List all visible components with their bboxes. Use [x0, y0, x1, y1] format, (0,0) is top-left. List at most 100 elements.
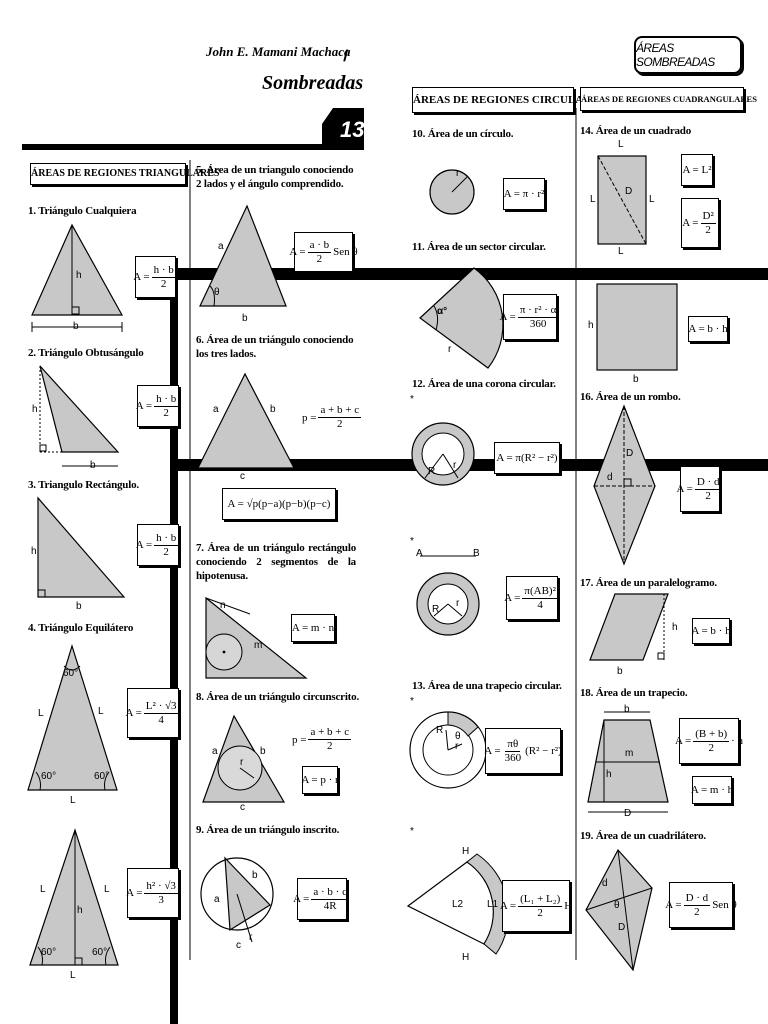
header-glyph: ꞁ [343, 46, 348, 62]
label-14-L-right: L [649, 194, 655, 205]
label-1-h: h [76, 270, 82, 281]
label-8-b: b [260, 746, 266, 757]
formula-10: A = π · r² [503, 178, 545, 210]
section-12-title: 12. Área de una corona circular. [412, 378, 556, 390]
section-2-title: 2. Triángulo Obtusángulo [28, 347, 144, 359]
formula-15: A = b · h [688, 316, 728, 342]
formula-6: A = √p(p−a)(p−b)(p−c) [222, 488, 336, 520]
label-4-60top: 60° [63, 668, 79, 679]
header-quadrangular: ÁREAS DE REGIONES CUADRANGULARES [580, 87, 757, 111]
label-9-a: a [214, 894, 220, 905]
section-19-title: 19. Área de un cuadrilátero. [580, 830, 706, 842]
label-4b-h: h [77, 905, 83, 916]
label-9-c: c [236, 940, 241, 951]
author-name: John E. Mamani Machaca [206, 44, 351, 59]
label-2-h: h [32, 404, 38, 415]
section-11-title: 11. Área de un sector circular. [412, 241, 546, 253]
label-19-D: D [618, 922, 626, 933]
formula-18b: A = m · h [691, 776, 733, 804]
formula-14: A = L² [681, 154, 713, 186]
label-13-r: r [455, 741, 459, 752]
label-12b-B: B [473, 548, 480, 559]
label-14-D: D [625, 186, 633, 197]
formula-12: A = π(R² − r²) [494, 442, 560, 474]
label-4b-60right: 60° [92, 947, 108, 958]
page-number-tab [322, 108, 364, 150]
label-12b-r: r [456, 598, 460, 609]
page-number: 13 [340, 117, 365, 142]
label-5-b: b [242, 313, 248, 324]
label-19-theta: θ [614, 900, 620, 911]
label-18-m: m [625, 748, 634, 759]
section-17-title: 17. Área de un paralelogramo. [580, 577, 717, 589]
star-13b: * [410, 826, 414, 837]
star-13: * [410, 696, 414, 707]
label-4-L-bottom: L [70, 795, 76, 806]
label-13b-H-top: H [462, 846, 470, 857]
header-triangular: ÁREAS DE REGIONES TRIANGULARES [30, 163, 219, 185]
section-14-title: 14. Área de un cuadrado [580, 125, 692, 137]
label-6-a: a [213, 404, 219, 415]
label-18-b: b [624, 704, 630, 715]
label-13b-H-bottom: H [462, 952, 470, 963]
section-9-title: 9. Área de un triángulo inscrito. [196, 824, 340, 836]
label-4-L-left: L [38, 708, 44, 719]
label-18-B: D [624, 808, 632, 819]
label-4-L-right: L [98, 706, 104, 717]
formula-17: A = b · h [691, 618, 731, 644]
label-11-r: r [448, 344, 452, 355]
header-rule [22, 144, 364, 150]
formula-7: A = m · n [291, 614, 335, 642]
section-13-title: 13. Área de una trapecio circular. [412, 680, 562, 692]
label-12-R: R [428, 466, 436, 477]
star-12: * [410, 394, 414, 405]
section-4-title: 4. Triángulo Equilátero [28, 622, 134, 634]
section-10-title: 10. Área de un círculo. [412, 128, 514, 140]
label-13-R: R [436, 725, 444, 736]
label-10-r: r [456, 168, 460, 179]
label-4b-L-left: L [40, 884, 46, 895]
star-12b: * [410, 536, 414, 547]
label-4b-L-right: L [104, 884, 110, 895]
formula-8: A = p · r [301, 766, 339, 794]
label-6-b: b [270, 404, 276, 415]
label-2-b: b [90, 460, 96, 471]
label-8-c: c [240, 802, 245, 813]
label-11-alpha: α° [437, 306, 448, 317]
label-5-a: a [218, 241, 224, 252]
section-5-title: 5. Área de un triangulo conociendo 2 lad… [196, 164, 354, 190]
label-3-h: h [31, 546, 37, 557]
label-6-c: c [240, 471, 245, 482]
label-18-h: h [606, 769, 612, 780]
label-13b-L1: L1 [487, 899, 499, 910]
section-8-title: 8. Área de un triángulo circunscrito. [196, 691, 359, 703]
label-12-r: r [453, 460, 457, 471]
label-7-n: n [220, 600, 226, 611]
label-9-r: r [249, 932, 253, 943]
label-14-L-bottom: L [618, 246, 624, 257]
label-12b-A: A [416, 548, 423, 559]
section-18-title: 18. Área de un trapecio. [580, 687, 688, 699]
label-15-b: b [633, 374, 639, 385]
label-15-h: h [588, 320, 594, 331]
label-1-b: b [73, 321, 79, 332]
label-4b-60left: 60° [41, 947, 57, 958]
label-4-60right: 60° [94, 771, 110, 782]
page-subtitle: Sombreadas [262, 72, 364, 94]
label-8-a: a [212, 746, 218, 757]
label-17-b: b [617, 666, 623, 677]
label-14-L-left: L [590, 194, 596, 205]
